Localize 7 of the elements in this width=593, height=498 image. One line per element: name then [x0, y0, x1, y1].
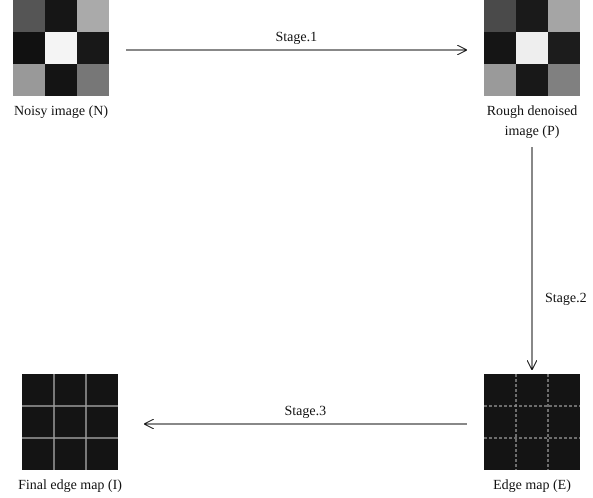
image-caption: Edge map (E) — [493, 477, 571, 495]
image-caption: Rough denoised image (P) — [486, 103, 578, 142]
arrow — [126, 44, 468, 56]
image-caption: Noisy image (N) — [14, 103, 108, 121]
arrow — [526, 146, 538, 370]
arrow — [144, 418, 468, 430]
image-caption: Final edge map (I) — [18, 477, 122, 495]
